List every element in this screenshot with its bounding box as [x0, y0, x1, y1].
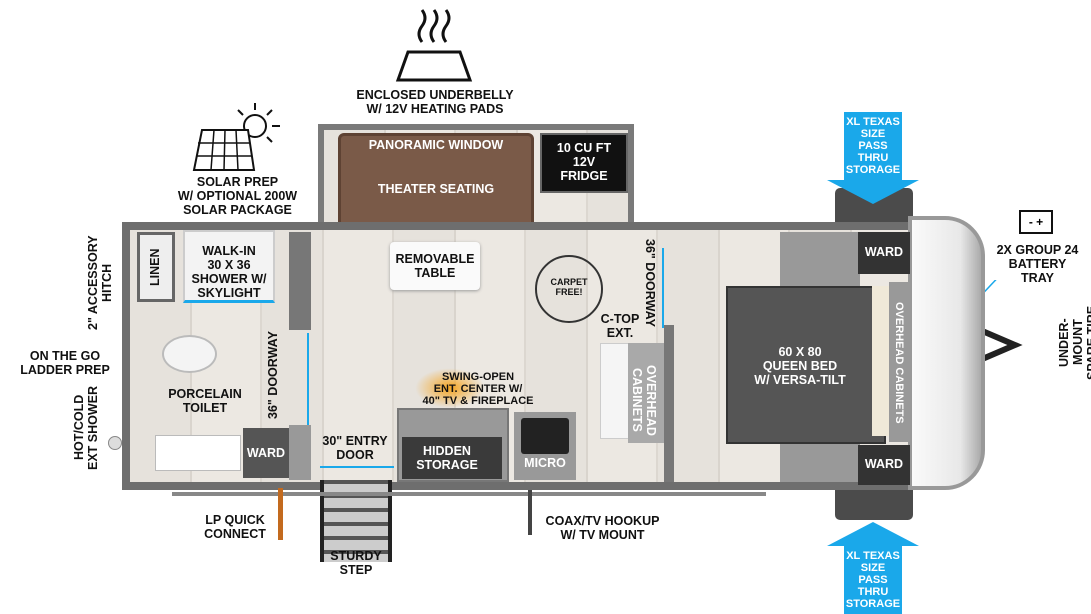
- removable-table-label: REMOVABLE TABLE: [395, 252, 475, 280]
- theater-seating-label: THEATER SEATING: [377, 182, 495, 196]
- frame-rail: [172, 492, 766, 496]
- front-doorway-dimension: [662, 248, 664, 328]
- carpet-free-label: CARPET FREE!: [550, 277, 588, 297]
- bed-nightstand-top: [780, 232, 860, 286]
- solar-panel-icon: [192, 103, 280, 171]
- battery-label: 2X GROUP 24 BATTERY TRAY: [996, 243, 1079, 285]
- fridge-label: 10 CU FT 12V FRIDGE: [556, 141, 612, 183]
- spare-tire-label: UNDER-MOUNT SPARE TIRE: [1057, 305, 1091, 380]
- entry-dimension: [320, 466, 394, 468]
- solar-label: SOLAR PREP W/ OPTIONAL 200W SOLAR PACKAG…: [177, 175, 298, 217]
- carpet-free-icon: [535, 255, 603, 323]
- accessory-hitch-label: 2" ACCESSORY HITCH: [86, 235, 114, 330]
- shower: [183, 230, 275, 303]
- linen-closet: [137, 232, 175, 302]
- doorway-front-label: 36" DOORWAY: [643, 239, 657, 327]
- lp-label: LP QUICK CONNECT: [204, 513, 266, 541]
- bed-nightstand-bottom: [780, 444, 860, 482]
- doorway-bath-label: 36" DOORWAY: [266, 331, 280, 419]
- shower-label: WALK-IN 30 X 36 SHOWER W/ SKYLIGHT: [191, 244, 267, 300]
- ward-top[interactable]: [858, 232, 910, 274]
- hidden-storage-label: HIDDEN STORAGE: [416, 444, 478, 472]
- queen-bed-label: 60 X 80 QUEEN BED W/ VERSA-TILT: [754, 345, 846, 387]
- front-cap: [908, 216, 985, 490]
- ward-bath-label: WARD: [246, 446, 286, 460]
- entry-door-label: 30" ENTRY DOOR: [322, 434, 388, 462]
- ext-shower-label: HOT/COLD EXT SHOWER: [72, 385, 100, 470]
- bathroom-sink: [155, 435, 241, 471]
- step-label: STURDY STEP: [330, 549, 382, 577]
- ext-shower[interactable]: [108, 436, 122, 450]
- theater-seating: [338, 133, 534, 233]
- removable-table[interactable]: [390, 242, 480, 290]
- overhead-cabinets-bed: [889, 282, 909, 442]
- coax-label: COAX/TV HOOKUP W/ TV MOUNT: [545, 514, 660, 542]
- heat-icon: [395, 9, 473, 82]
- toilet: [162, 335, 217, 373]
- panoramic-window-label: PANORAMIC WINDOW: [368, 138, 504, 152]
- ward-bottom-label: WARD: [864, 457, 904, 471]
- bath-doorway-dimension: [307, 333, 309, 425]
- overhead-kitchen-label: OVERHEAD CABINETS: [630, 364, 658, 436]
- coax-hookup: [528, 490, 532, 535]
- fireplace-glow: [415, 368, 485, 408]
- fridge: [540, 133, 628, 193]
- queen-bed: [726, 286, 886, 444]
- underbelly-label: ENCLOSED UNDERBELLY W/ 12V HEATING PADS: [356, 88, 514, 116]
- hidden-storage[interactable]: [402, 437, 502, 479]
- swing-open-label: SWING-OPEN ENT. CENTER W/ 40" TV & FIREP…: [422, 371, 534, 407]
- battery-icon: - +: [1019, 210, 1053, 234]
- toilet-label: PORCELAIN TOILET: [168, 387, 242, 415]
- bath-wall: [289, 232, 311, 330]
- overhead-cabinets-kitchen: [628, 343, 664, 443]
- overhead-bed-label: OVERHEAD CABINETS: [893, 302, 905, 424]
- ward-bottom[interactable]: [858, 445, 910, 485]
- ladder-label: ON THE GO LADDER PREP: [20, 349, 110, 377]
- bath-wall-lower: [289, 425, 311, 480]
- pass-thru-arrow-bottom: XL TEXAS SIZE PASS THRU STORAGE: [827, 522, 919, 614]
- ctop-label: C-TOP EXT.: [600, 312, 640, 340]
- micro-label: MICRO: [524, 456, 566, 470]
- ward-bath: [243, 428, 289, 478]
- linen-label: LINEN: [148, 248, 162, 287]
- lp-quick-connect: [278, 488, 283, 540]
- kitchen-wall: [664, 325, 674, 482]
- pass-thru-arrow-top: XL TEXAS SIZE PASS THRU STORAGE: [827, 112, 919, 204]
- ward-top-label: WARD: [864, 245, 904, 259]
